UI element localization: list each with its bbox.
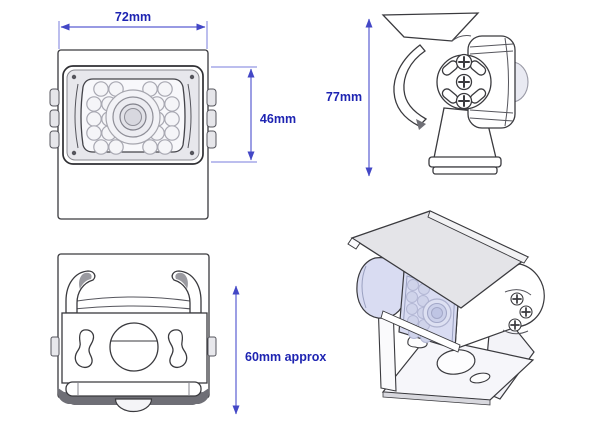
bracket-foot	[428, 156, 502, 168]
pivot-screws	[455, 53, 473, 110]
cradle-hooks	[65, 270, 202, 314]
side-tabs	[49, 88, 217, 149]
sunshade-3d	[347, 210, 530, 309]
lens-3d	[422, 298, 452, 328]
dimension-label-bracket-height: 60mm approx	[245, 350, 326, 364]
dimension-bracket-height: 60mm approx	[232, 285, 326, 415]
mounting-holes	[74, 322, 188, 372]
visor-side	[381, 12, 480, 42]
dimension-label-width: 72mm	[115, 10, 151, 24]
pivot-screws-3d	[508, 292, 533, 332]
dimension-width: 72mm	[58, 10, 208, 49]
front-view: 72mm 46mm	[49, 10, 296, 220]
dimension-label-side-height: 77mm	[326, 90, 362, 104]
camera-lens	[105, 89, 161, 145]
perspective-view	[347, 210, 545, 406]
dimension-side-height: 77mm	[326, 18, 373, 177]
rear-bottom	[57, 381, 210, 413]
cradle-bar-3d	[380, 310, 461, 353]
dimension-height: 46mm	[211, 66, 296, 163]
pivot-disc	[436, 53, 492, 110]
rear-view: 60mm approx	[50, 253, 326, 415]
side-view: 77mm	[326, 12, 529, 177]
bracket-arm	[393, 44, 428, 127]
dimension-label-height: 46mm	[260, 112, 296, 126]
